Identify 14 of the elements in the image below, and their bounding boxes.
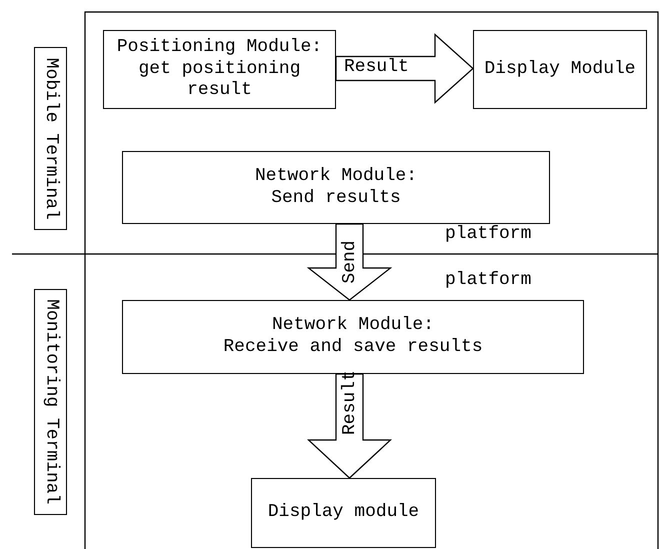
module-box: Positioning Module: get positioning result [103, 30, 336, 109]
module-box: Display module [251, 478, 436, 548]
block-arrow [306, 223, 392, 301]
module-box: Network Module: Receive and save results [122, 300, 584, 374]
block-arrow [306, 373, 392, 479]
module-box: Network Module: Send results [122, 151, 550, 224]
edge-label: Send [340, 239, 358, 286]
platform-label: platform [445, 270, 532, 290]
terminal-label-box: Monitoring Terminal [34, 289, 67, 515]
platform-label: platform [445, 224, 532, 244]
terminal-label-box: Mobile Terminal [34, 47, 67, 230]
module-box: Display Module [473, 30, 647, 109]
block-arrow [335, 33, 474, 104]
edge-label: Result [344, 58, 409, 76]
